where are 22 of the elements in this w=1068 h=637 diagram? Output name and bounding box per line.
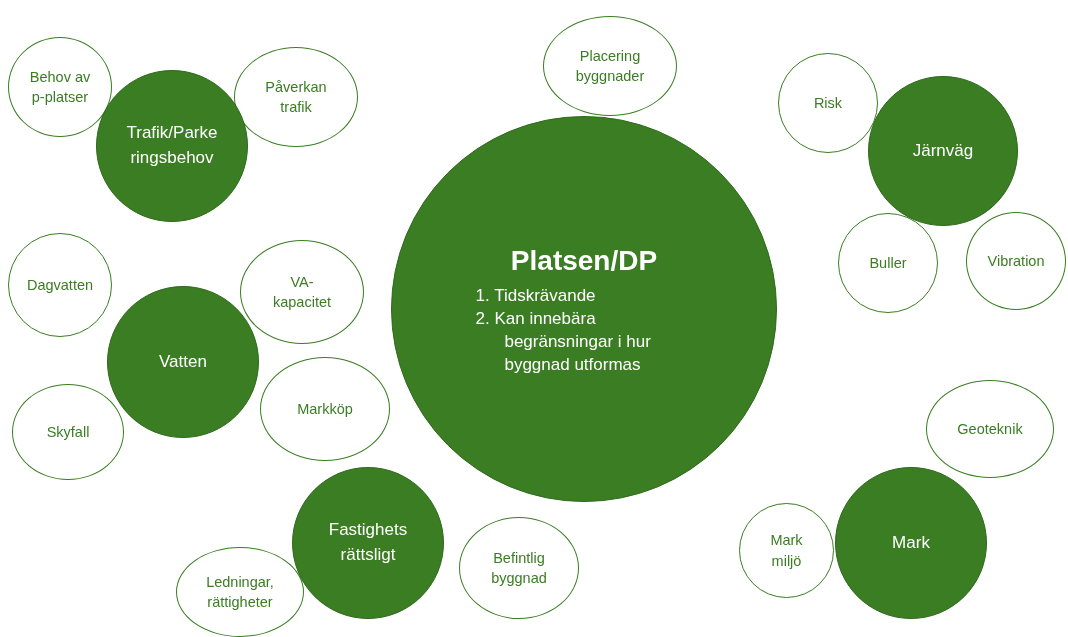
circle-label: VA-kapacitet [271,272,332,312]
circle-label: Befintlig byggnad [490,548,548,588]
circle-label: Dagvatten [26,275,94,295]
list-item: 1. Tidskrävande [475,285,597,308]
circle-label: Påverkan trafik [264,77,328,117]
circle-label: Placering byggnader [574,46,646,86]
circle-label: Skyfall [46,422,90,442]
list-item: 2. Kan innebära begränsningar i hur byggnad utformas [475,308,652,377]
heading: Platsen/DP [510,243,658,278]
circle-label: Geoteknik [957,419,1023,439]
circle-label: Vatten [159,350,207,373]
circle-label: Ledningar, rättigheter [205,572,275,612]
circle-label: Risk [813,93,843,113]
circle-label: Järnväg [912,139,974,162]
circle-label: Mark miljö [769,531,804,571]
circle-label: Fastighets rättsligt [327,519,409,566]
circle-label: Behov av p-platser [28,67,92,107]
circle-label: Trafik/Parkeringsbehov [126,122,218,169]
circle-label: Markköp [297,399,353,419]
circle-label: Vibration [987,251,1045,271]
circle-label: Mark [892,531,930,554]
circle-label: Buller [869,253,907,273]
